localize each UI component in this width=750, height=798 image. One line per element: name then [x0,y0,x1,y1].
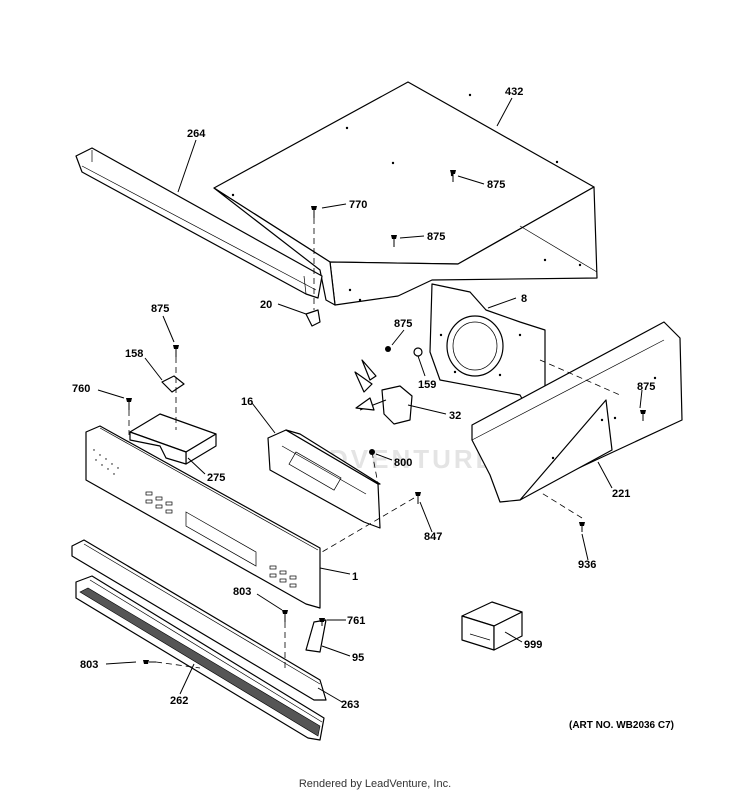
label-20: 20 [260,299,272,311]
grille [75,575,325,741]
label-875-side: 875 [637,381,655,393]
leader-lines [97,97,643,703]
label-936: 936 [578,559,596,571]
label-221: 221 [612,488,630,500]
label-275: 275 [207,472,225,484]
assembly-lines [128,218,621,670]
label-803-lower: 803 [80,659,98,671]
label-8: 8 [521,293,527,305]
side-bracket [471,321,683,503]
label-875-cover: 875 [427,231,445,243]
label-32: 32 [449,410,461,422]
label-800: 800 [394,457,412,469]
bracket-95 [305,619,327,653]
fan-shroud [429,283,546,409]
label-158: 158 [125,348,143,360]
label-761: 761 [347,615,365,627]
vent-trim [71,539,327,701]
footer-credit: Rendered by LeadVenture, Inc. [298,778,452,790]
fan-motor [354,347,423,425]
label-1: 1 [352,571,358,583]
label-263: 263 [341,699,359,711]
label-847: 847 [424,531,442,543]
label-803-upper: 803 [233,586,251,598]
label-875-top: 875 [487,179,505,191]
top-cover [213,81,598,306]
label-875-clip: 875 [151,303,169,315]
label-770: 770 [349,199,367,211]
bracket-20 [305,309,321,327]
label-875-motor: 875 [394,318,412,330]
label-16: 16 [241,396,253,408]
bracket-275 [129,413,217,465]
top-trim-rail [75,147,323,299]
label-262: 262 [170,695,188,707]
label-159: 159 [418,379,436,391]
label-760: 760 [72,383,90,395]
part-labels: 432 264 875 770 875 8 20 875 875 158 159… [72,86,655,711]
clip-158 [161,375,185,393]
art-number: (ART NO. WB2036 C7) [569,720,674,731]
label-432: 432 [505,86,523,98]
carton-999 [461,601,523,651]
label-999: 999 [524,639,542,651]
control-panel [85,425,321,609]
control-board [267,429,381,529]
label-95: 95 [352,652,364,664]
label-264: 264 [187,128,206,140]
